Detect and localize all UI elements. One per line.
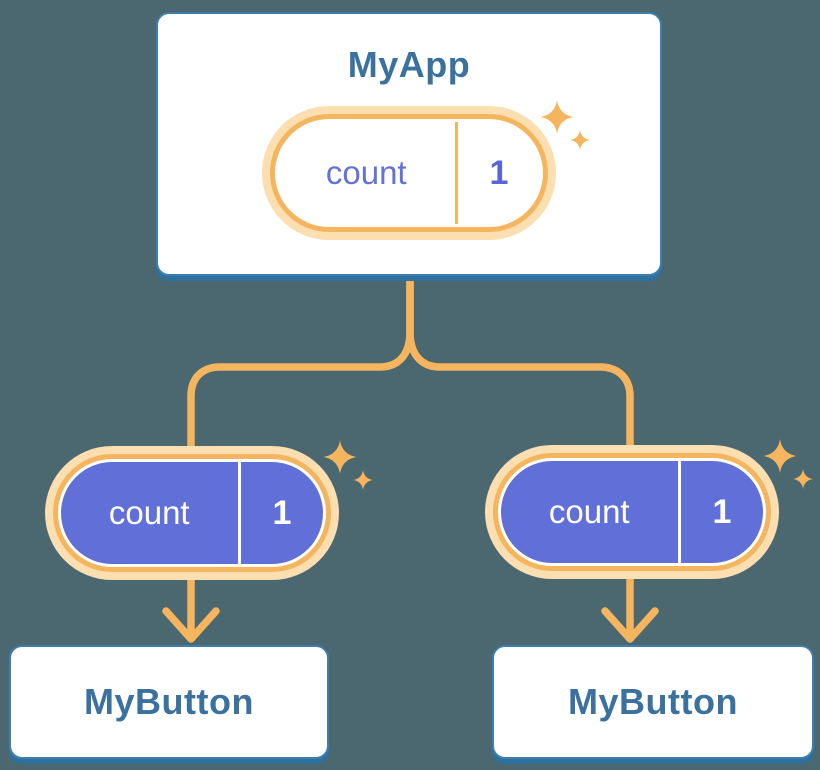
state-pill-myapp: count 1 [262,100,591,240]
pill-ring: count 1 [270,114,548,232]
pill-body: count 1 [278,122,540,224]
sparkle-icon [763,439,814,490]
component-card-mybutton-right: MyButton [492,645,814,759]
state-name: count [548,493,630,530]
component-card-myapp: MyApp count 1 [156,12,662,276]
state-value: 1 [489,153,509,192]
component-title: MyButton [568,681,738,722]
state-pill-left: count 1 [45,440,374,580]
pill-ring: count 1 [53,454,331,572]
component-title: MyApp [347,44,471,85]
pill-ring: count 1 [493,453,771,571]
connector-right-branch [406,277,634,637]
arrowhead-left-icon [162,607,220,643]
pill-divider [454,122,458,224]
sparkle-icon [540,100,591,151]
component-title: MyButton [84,681,254,722]
component-card-mybutton-left: MyButton [9,645,329,759]
state-value: 1 [272,493,292,532]
pill-divider [237,462,241,564]
state-name: count [325,154,407,191]
arrowhead-right-icon [601,607,659,643]
pill-body: count 1 [61,462,323,564]
state-name: count [108,494,190,531]
state-value: 1 [712,492,732,531]
pill-body: count 1 [501,461,763,563]
sparkle-icon [323,440,374,491]
pill-divider [677,461,681,563]
state-pill-right: count 1 [485,439,814,579]
